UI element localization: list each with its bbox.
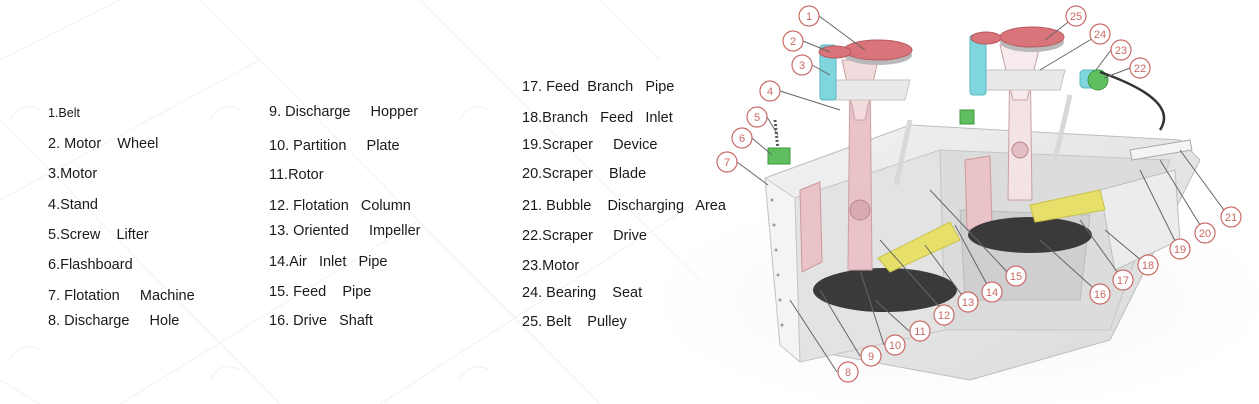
stand-left bbox=[824, 79, 911, 101]
partition-plate bbox=[964, 155, 993, 231]
impeller-base-left bbox=[813, 268, 957, 312]
callout-13: 13 bbox=[957, 291, 979, 313]
legend-item-19: 19.Scraper Device bbox=[522, 137, 658, 153]
svg-text:2: 2 bbox=[790, 36, 796, 48]
legend-item-22: 22.Scraper Drive bbox=[522, 228, 647, 244]
legend-item-1: 1.Belt bbox=[48, 106, 80, 120]
callout-17: 17 bbox=[1112, 269, 1134, 291]
leader-lines bbox=[736, 15, 1230, 373]
callout-14: 14 bbox=[981, 281, 1003, 303]
callout-21: 21 bbox=[1220, 206, 1242, 228]
callout-22: 22 bbox=[1129, 57, 1151, 79]
svg-text:7: 7 bbox=[724, 157, 730, 169]
legend-item-20: 20.Scraper Blade bbox=[522, 166, 647, 182]
legend-item-25: 25. Belt Pulley bbox=[522, 314, 627, 330]
scraper-blade bbox=[1129, 139, 1193, 161]
svg-text:17: 17 bbox=[1117, 275, 1129, 287]
legend-item-5: 5.Screw Lifter bbox=[48, 227, 149, 243]
svg-text:18: 18 bbox=[1142, 260, 1154, 272]
svg-text:4: 4 bbox=[767, 86, 773, 98]
svg-text:20: 20 bbox=[1199, 228, 1211, 240]
svg-text:16: 16 bbox=[1094, 289, 1106, 301]
legend-item-9: 9. Discharge Hopper bbox=[269, 104, 419, 120]
feed-pipe-right bbox=[1029, 189, 1106, 223]
legend-item-10: 10. Partition Plate bbox=[269, 138, 400, 154]
legend-item-21: 21. Bubble Discharging Area bbox=[522, 198, 726, 214]
svg-text:22: 22 bbox=[1134, 63, 1146, 75]
svg-text:13: 13 bbox=[962, 297, 974, 309]
svg-text:6: 6 bbox=[739, 133, 745, 145]
legend-item-12: 12. Flotation Column bbox=[269, 198, 411, 214]
svg-text:10: 10 bbox=[889, 340, 901, 352]
legend-item-17: 17. Feed Branch Pipe bbox=[522, 79, 675, 95]
callout-10: 10 bbox=[884, 334, 906, 356]
svg-text:12: 12 bbox=[938, 310, 950, 322]
svg-text:21: 21 bbox=[1225, 212, 1237, 224]
impeller-base-right bbox=[968, 217, 1092, 253]
svg-text:14: 14 bbox=[986, 287, 998, 299]
feed-pipe-left bbox=[877, 221, 961, 273]
callout-7: 7 bbox=[716, 151, 738, 173]
svg-text:5: 5 bbox=[754, 112, 760, 124]
callout-5: 5 bbox=[746, 106, 768, 128]
svg-text:3: 3 bbox=[799, 60, 805, 72]
legend-item-6: 6.Flashboard bbox=[48, 257, 133, 273]
callout-8: 8 bbox=[837, 361, 859, 383]
belt-pulley-left bbox=[818, 39, 913, 65]
callout-1: 1 bbox=[798, 5, 820, 27]
legend-item-2: 2. Motor Wheel bbox=[48, 136, 159, 152]
air-inlet-pipe-right bbox=[1052, 94, 1073, 161]
legend-item-15: 15. Feed Pipe bbox=[269, 284, 372, 300]
belt-pulley-right bbox=[970, 26, 1065, 52]
callout-3: 3 bbox=[791, 54, 813, 76]
flotation-machine-illustration: 1 2 3 4 5 6 7 8 9 10 11 12 13 14 15 16 1… bbox=[660, 5, 1259, 404]
callout-24: 24 bbox=[1089, 23, 1111, 45]
svg-text:11: 11 bbox=[914, 326, 925, 338]
scraper-chain bbox=[1099, 70, 1166, 131]
callout-2: 2 bbox=[782, 30, 804, 52]
scraper-drive-wheel bbox=[1087, 69, 1109, 91]
legend-item-11: 11.Rotor bbox=[269, 167, 324, 183]
svg-text:25: 25 bbox=[1070, 11, 1082, 23]
legend-item-4: 4.Stand bbox=[48, 197, 98, 213]
legend-item-24: 24. Bearing Seat bbox=[522, 285, 643, 301]
stand-right bbox=[979, 69, 1066, 91]
legend-item-14: 14.Air Inlet Pipe bbox=[269, 254, 388, 270]
legend-item-8: 8. Discharge Hole bbox=[48, 313, 180, 329]
svg-text:8: 8 bbox=[845, 367, 851, 379]
svg-text:15: 15 bbox=[1010, 271, 1022, 283]
rivets bbox=[770, 198, 784, 327]
legend-item-16: 16. Drive Shaft bbox=[269, 313, 373, 329]
screw-lifter bbox=[773, 119, 780, 151]
callout-16: 16 bbox=[1089, 283, 1111, 305]
callout-25: 25 bbox=[1065, 5, 1087, 27]
callout-12: 12 bbox=[933, 304, 955, 326]
svg-text:23: 23 bbox=[1115, 45, 1127, 57]
callout-6: 6 bbox=[731, 127, 753, 149]
legend-item-13: 13. Oriented Impeller bbox=[269, 223, 421, 239]
callout-19: 19 bbox=[1169, 238, 1191, 260]
legend-item-3: 3.Motor bbox=[48, 166, 98, 182]
svg-text:9: 9 bbox=[868, 351, 874, 363]
callout-23: 23 bbox=[1110, 39, 1132, 61]
callout-15: 15 bbox=[1005, 265, 1027, 287]
callout-20: 20 bbox=[1194, 222, 1216, 244]
motor-left bbox=[819, 44, 837, 101]
callout-9: 9 bbox=[860, 345, 882, 367]
flashboard-plate bbox=[799, 181, 823, 273]
callout-4: 4 bbox=[759, 80, 781, 102]
svg-text:19: 19 bbox=[1174, 244, 1186, 256]
screw-lifter-base bbox=[767, 147, 791, 165]
callout-18: 18 bbox=[1137, 254, 1159, 276]
air-inlet-pipe-left bbox=[893, 119, 913, 186]
legend-item-23: 23.Motor bbox=[522, 258, 580, 274]
svg-text:24: 24 bbox=[1094, 29, 1106, 41]
legend-item-18: 18.Branch Feed Inlet bbox=[522, 110, 673, 126]
svg-text:1: 1 bbox=[806, 11, 812, 23]
callout-11: 11 bbox=[909, 320, 931, 342]
legend-item-7: 7. Flotation Machine bbox=[48, 288, 195, 304]
